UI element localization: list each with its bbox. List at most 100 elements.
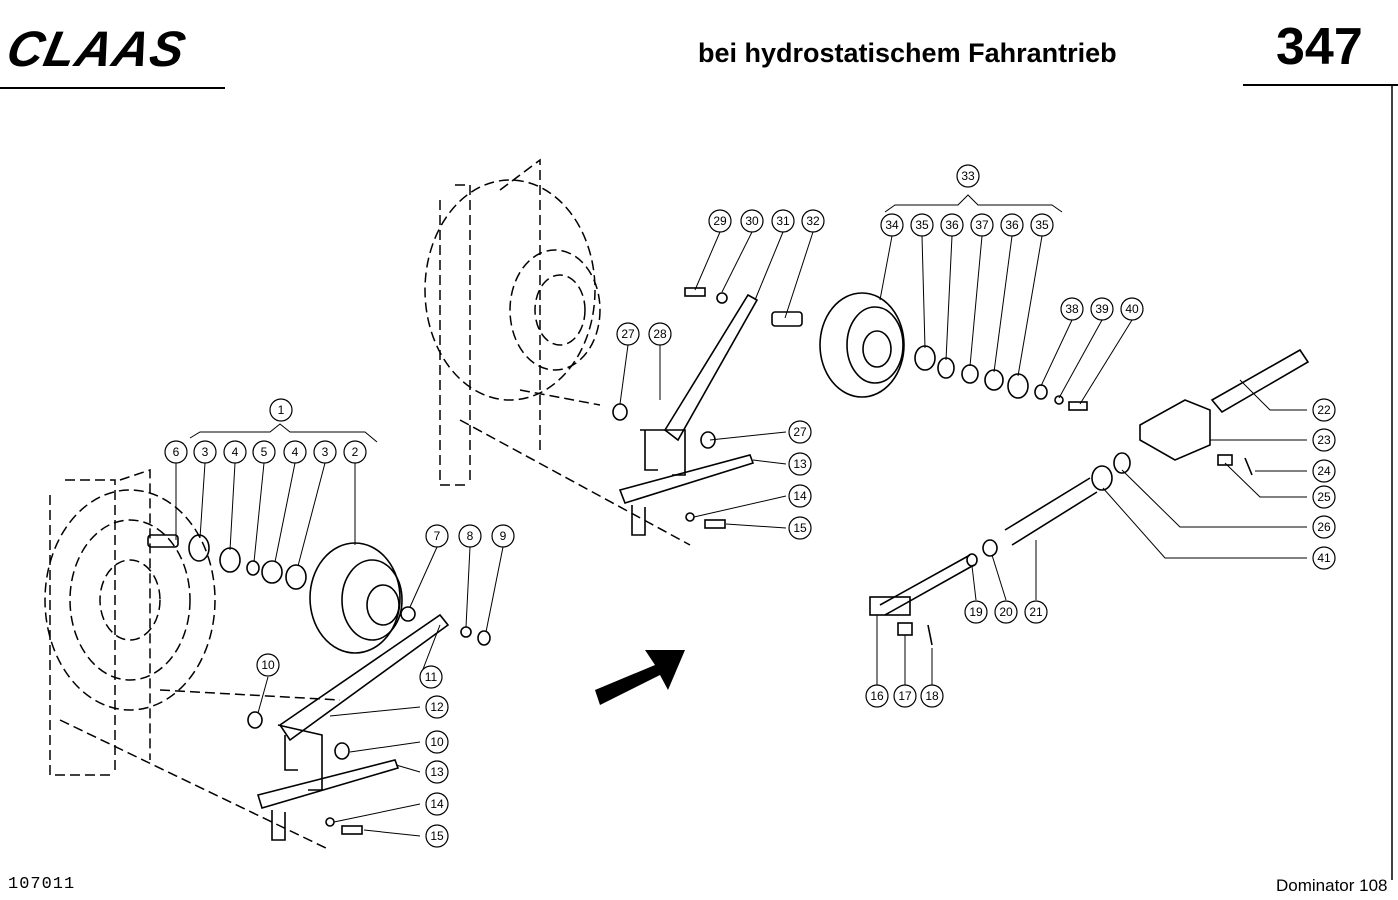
- callout-14b: 14: [788, 484, 812, 508]
- callout-27a: 27: [616, 322, 640, 346]
- svg-text:10: 10: [261, 658, 275, 672]
- svg-text:2: 2: [352, 445, 359, 459]
- left-parts: [147, 534, 491, 841]
- svg-text:3: 3: [202, 445, 209, 459]
- svg-text:41: 41: [1317, 551, 1331, 565]
- callout-4b: 4: [283, 440, 307, 464]
- svg-text:33: 33: [961, 169, 975, 183]
- callout-21: 21: [1024, 600, 1048, 624]
- document-number: 107011: [8, 875, 76, 894]
- svg-text:9: 9: [500, 529, 507, 543]
- callout-38: 38: [1060, 297, 1084, 321]
- callout-25: 25: [1312, 485, 1336, 509]
- callout-12: 12: [425, 695, 449, 719]
- svg-text:6: 6: [173, 445, 180, 459]
- callout-20: 20: [994, 600, 1018, 624]
- svg-text:34: 34: [885, 218, 899, 232]
- svg-text:8: 8: [467, 529, 474, 543]
- callout-9: 9: [491, 524, 515, 548]
- svg-text:14: 14: [430, 797, 444, 811]
- svg-text:22: 22: [1317, 403, 1331, 417]
- callout-16: 16: [865, 684, 889, 708]
- left-wheel-assembly: [44, 468, 341, 851]
- callout-30: 30: [740, 209, 764, 233]
- callout-10a: 10: [256, 653, 280, 677]
- svg-text:13: 13: [430, 765, 444, 779]
- svg-text:16: 16: [870, 689, 884, 703]
- svg-text:15: 15: [430, 829, 444, 843]
- svg-text:4: 4: [292, 445, 299, 459]
- svg-text:35: 35: [915, 218, 929, 232]
- callout-36a: 36: [940, 213, 964, 237]
- svg-text:17: 17: [898, 689, 912, 703]
- callout-27b: 27: [788, 420, 812, 444]
- callout-28: 28: [648, 322, 672, 346]
- machine-model: Dominator 108: [1276, 876, 1388, 895]
- svg-text:37: 37: [975, 218, 989, 232]
- svg-text:40: 40: [1125, 302, 1139, 316]
- svg-text:1: 1: [278, 403, 285, 417]
- svg-text:19: 19: [969, 605, 983, 619]
- svg-text:31: 31: [776, 214, 790, 228]
- callout-36b: 36: [1000, 213, 1024, 237]
- callout-33: 33: [956, 164, 980, 188]
- callout-10b: 10: [425, 730, 449, 754]
- upper-parts: [612, 287, 1088, 536]
- svg-text:15: 15: [793, 521, 807, 535]
- callout-40: 40: [1120, 297, 1144, 321]
- svg-text:35: 35: [1035, 218, 1049, 232]
- leader-lines: [175, 194, 1307, 837]
- callout-26: 26: [1312, 515, 1336, 539]
- callout-2: 2: [343, 440, 367, 464]
- direction-arrow: [595, 650, 685, 705]
- svg-text:10: 10: [430, 735, 444, 749]
- svg-text:4: 4: [232, 445, 239, 459]
- svg-text:20: 20: [999, 605, 1013, 619]
- svg-text:5: 5: [261, 445, 268, 459]
- linkage-assembly: [869, 348, 1310, 646]
- callout-11: 11: [419, 665, 443, 689]
- svg-text:39: 39: [1095, 302, 1109, 316]
- svg-text:30: 30: [745, 214, 759, 228]
- callout-37: 37: [970, 213, 994, 237]
- svg-text:18: 18: [925, 689, 939, 703]
- callout-8: 8: [458, 524, 482, 548]
- svg-text:25: 25: [1317, 490, 1331, 504]
- callout-13a: 13: [425, 760, 449, 784]
- svg-text:26: 26: [1317, 520, 1331, 534]
- callout-6: 6: [164, 440, 188, 464]
- callout-35b: 35: [1030, 213, 1054, 237]
- callout-31: 31: [771, 209, 795, 233]
- upper-wheel-assembly: [424, 158, 691, 546]
- callout-7: 7: [425, 524, 449, 548]
- callout-15b: 15: [788, 516, 812, 540]
- svg-text:24: 24: [1317, 464, 1331, 478]
- callout-17: 17: [893, 684, 917, 708]
- callout-41: 41: [1312, 546, 1336, 570]
- callout-5: 5: [252, 440, 276, 464]
- callout-15a: 15: [425, 824, 449, 848]
- callout-34: 34: [880, 213, 904, 237]
- svg-text:32: 32: [806, 214, 820, 228]
- page-title: bei hydrostatischem Fahrantrieb: [698, 38, 1117, 68]
- svg-text:27: 27: [793, 425, 807, 439]
- svg-text:27: 27: [621, 327, 635, 341]
- svg-text:23: 23: [1317, 433, 1331, 447]
- svg-text:28: 28: [653, 327, 667, 341]
- callout-35a: 35: [910, 213, 934, 237]
- svg-text:12: 12: [430, 700, 444, 714]
- callout-29: 29: [708, 209, 732, 233]
- callout-19: 19: [964, 600, 988, 624]
- callout-3b: 3: [313, 440, 337, 464]
- callout-labels: 1 6 3 4 5 4 3 2 7 8 9 10 11 12 10 13 14 …: [164, 164, 1336, 848]
- svg-text:29: 29: [713, 214, 727, 228]
- svg-text:11: 11: [425, 670, 438, 684]
- callout-32: 32: [801, 209, 825, 233]
- svg-text:14: 14: [793, 489, 807, 503]
- page-number: 347: [1276, 18, 1363, 76]
- callout-13b: 13: [788, 452, 812, 476]
- svg-text:21: 21: [1029, 605, 1043, 619]
- callout-3a: 3: [193, 440, 217, 464]
- callout-14a: 14: [425, 792, 449, 816]
